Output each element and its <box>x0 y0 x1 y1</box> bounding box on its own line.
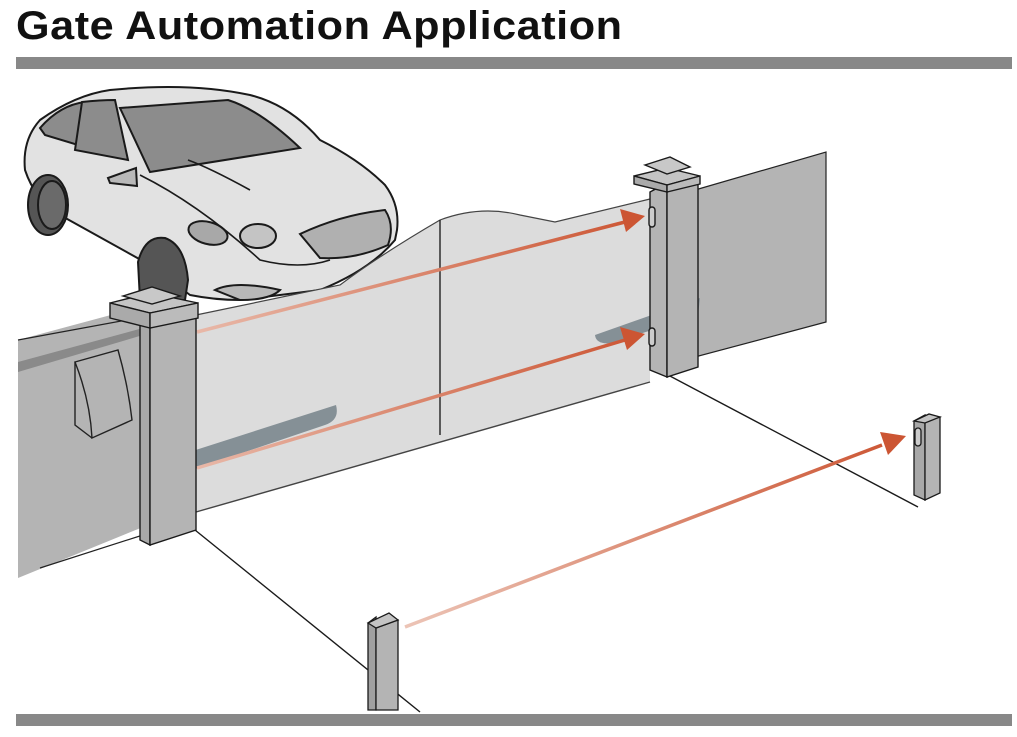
right-wall <box>694 151 827 358</box>
top-divider-bar <box>16 57 1012 69</box>
page-title: Gate Automation Application <box>16 4 623 48</box>
beam-ground <box>404 432 906 629</box>
upper-receiver <box>648 206 656 228</box>
ground-post-transmitter <box>366 612 400 711</box>
right-gate-pillar <box>633 156 701 379</box>
beam-lower <box>196 327 645 470</box>
bottom-divider-bar <box>16 714 1012 726</box>
beam-upper <box>196 209 645 334</box>
car <box>23 85 399 302</box>
left-wall <box>17 305 148 578</box>
ground-receiver-sensor <box>914 427 922 447</box>
lower-receiver <box>648 327 656 347</box>
gate-motor-housing <box>74 349 133 440</box>
left-gate-pillar <box>109 286 199 547</box>
lower-sensor-shadow-left <box>179 405 337 470</box>
ground-post-receiver <box>911 413 943 502</box>
